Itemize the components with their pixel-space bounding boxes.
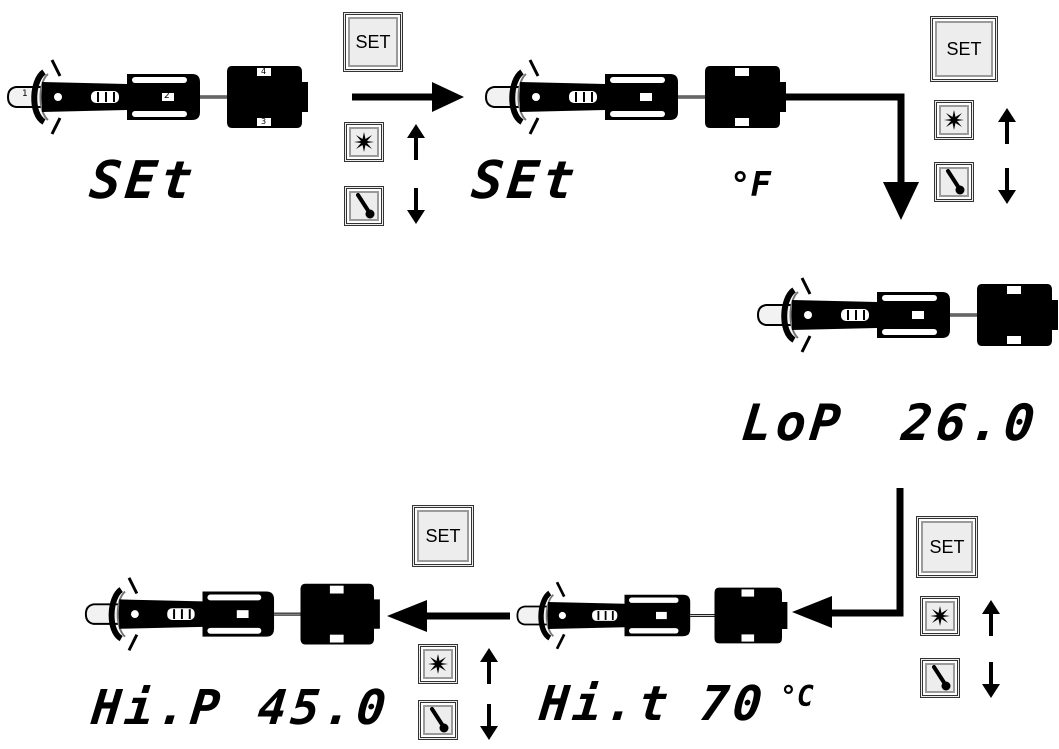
display-value-step4: 70 [697,680,768,728]
fan-button[interactable] [934,100,974,140]
display-value-step3: 26.0 [899,398,1041,448]
thermometer-button[interactable] [920,658,960,698]
arrow-down-icon [996,166,1018,206]
arrow-right-icon [352,80,472,114]
arrow-down-icon [405,186,427,226]
set-button[interactable]: SET [930,16,998,82]
thermometer-button[interactable] [418,700,458,740]
display-param-step5: Hi.P [89,684,226,732]
fan-icon [942,108,966,132]
thermometer-button[interactable] [344,186,384,226]
thermometer-icon [352,192,376,220]
fan-icon [928,604,952,628]
device-step5 [80,570,384,658]
set-button[interactable]: SET [412,505,474,567]
display-value-step5: 45.0 [255,684,392,732]
thermometer-icon [942,168,966,196]
device-step1: 1 2 4 3 [2,52,312,142]
fan-icon [352,130,376,154]
arrow-left-icon [385,596,515,636]
arrow-up-icon [478,646,500,686]
display-param-step2: SEt [469,155,580,207]
display-unit-step2: °F [730,165,771,205]
device-step3 [752,270,1059,360]
display-unit-step4: °C [780,680,814,713]
fan-button[interactable] [344,122,384,162]
thermometer-icon [928,664,952,692]
display-param-step3: LoP [739,398,847,448]
device-step2 [480,52,790,142]
arrow-down-icon [980,660,1002,700]
device-label-3: 3 [261,117,266,126]
arrow-up-icon [996,106,1018,146]
thermometer-button[interactable] [934,162,974,202]
fan-button[interactable] [920,596,960,636]
thermometer-icon [426,706,450,734]
arrow-up-icon [405,122,427,162]
device-label-2: 2 [164,91,170,101]
fan-icon [426,652,450,676]
fan-button[interactable] [418,644,458,684]
display-param-step1: SEt [87,155,198,207]
device-label-1: 1 [22,89,28,99]
set-button[interactable]: SET [343,12,403,72]
arrow-down-icon [478,702,500,742]
set-button[interactable]: SET [916,516,978,578]
display-param-step4: Hi.t [537,680,674,728]
device-label-4: 4 [261,67,266,76]
arrow-up-icon [980,598,1002,638]
arrow-down-left-icon [780,488,910,628]
device-step4 [512,575,791,656]
arrow-right-down-icon [785,80,935,230]
